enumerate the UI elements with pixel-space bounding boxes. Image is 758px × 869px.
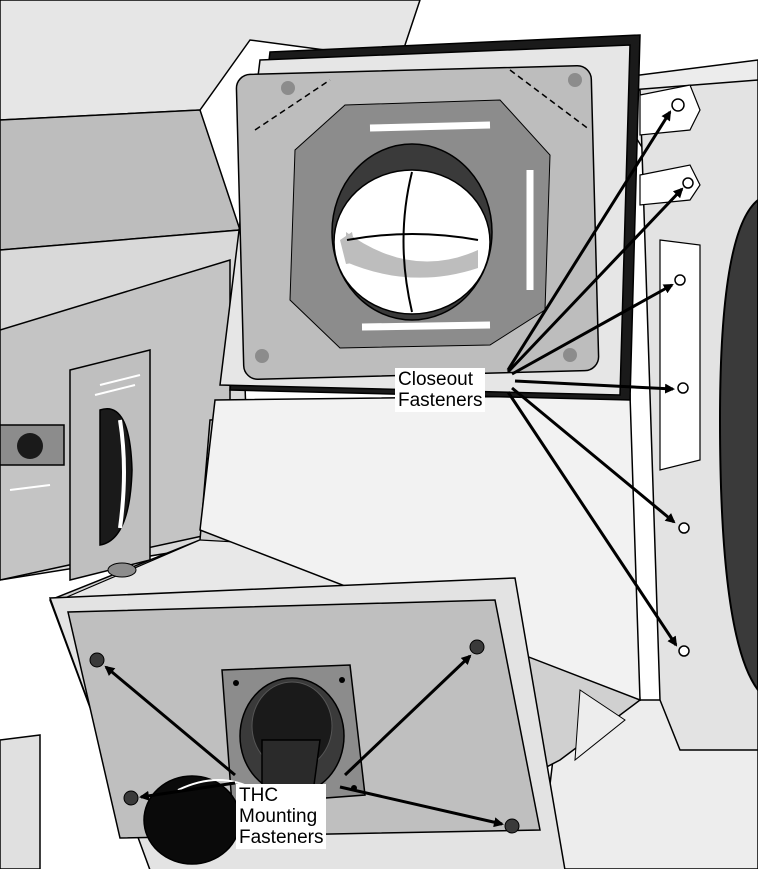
closeout-label-line2: Fasteners [398, 390, 482, 411]
thc-label-line1: THC [239, 785, 323, 806]
thc-mounting-fasteners-label: THC Mounting Fasteners [236, 784, 326, 849]
closeout-fasteners-label: Closeout Fasteners [395, 368, 485, 412]
thc-label-line2: Mounting [239, 806, 323, 827]
closeout-label-line1: Closeout [398, 369, 482, 390]
thc-label-line3: Fasteners [239, 827, 323, 848]
